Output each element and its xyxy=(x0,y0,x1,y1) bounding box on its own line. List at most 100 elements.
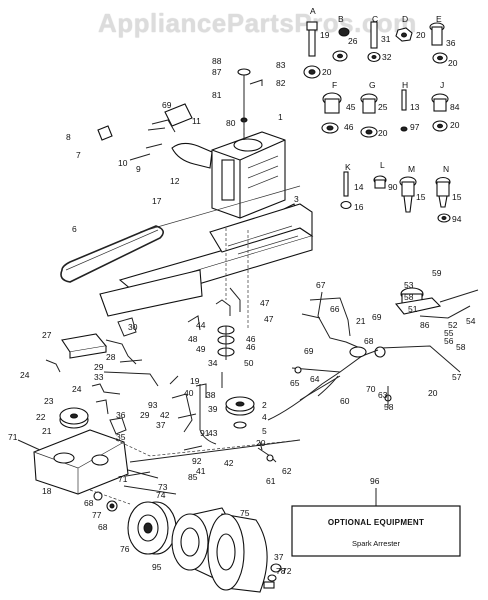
callout-87: 87 xyxy=(212,67,222,77)
callout-54: 54 xyxy=(466,316,476,326)
callout-77: 77 xyxy=(92,510,102,520)
callout-40: 40 xyxy=(184,388,194,398)
callout-41: 41 xyxy=(196,466,206,476)
callout-45: 45 xyxy=(346,102,356,112)
callout-46c: 46 xyxy=(246,342,256,352)
hardware-bolt-g xyxy=(360,93,378,138)
callout-21b: 21 xyxy=(42,426,52,436)
callout-D: D xyxy=(402,14,408,24)
callout-49: 49 xyxy=(196,344,206,354)
hardware-nut-l xyxy=(373,175,387,189)
callout-3: 3 xyxy=(294,194,299,204)
callout-20a: 20 xyxy=(416,30,426,40)
callout-8: 8 xyxy=(66,132,71,142)
callout-35: 35 xyxy=(116,432,126,442)
callout-13: 13 xyxy=(410,102,420,112)
callout-20d: 20 xyxy=(378,128,388,138)
hardware-bolt-f xyxy=(321,92,342,134)
callout-76: 76 xyxy=(120,544,130,554)
callout-68a: 68 xyxy=(364,336,374,346)
callout-58c: 58 xyxy=(384,402,394,412)
callout-7: 7 xyxy=(76,150,81,160)
wheel-assembly xyxy=(93,491,282,593)
transaxle xyxy=(17,429,301,495)
callout-H: H xyxy=(402,80,408,90)
callout-46a: 46 xyxy=(344,122,354,132)
callout-K: K xyxy=(345,162,351,172)
callout-59: 59 xyxy=(432,268,442,278)
callout-28: 28 xyxy=(106,352,116,362)
hardware-pin-k xyxy=(340,171,352,210)
hardware-pin-c xyxy=(367,21,381,63)
callout-95: 95 xyxy=(152,562,162,572)
callout-19b: 19 xyxy=(190,376,200,386)
callout-11: 11 xyxy=(192,116,201,126)
callout-52: 52 xyxy=(448,320,458,330)
callout-82: 82 xyxy=(276,78,286,88)
callout-97: 97 xyxy=(410,122,420,132)
callout-75: 75 xyxy=(240,508,250,518)
frame-assembly xyxy=(60,185,314,317)
hardware-bolt-n xyxy=(435,176,451,223)
callout-47a: 47 xyxy=(260,298,270,308)
callout-68c: 68 xyxy=(98,522,108,532)
callout-74: 74 xyxy=(156,490,166,500)
callout-68b: 68 xyxy=(84,498,94,508)
optional-item-number: 96 xyxy=(370,476,380,486)
callout-37b: 37 xyxy=(274,552,284,562)
hardware-bolt-a xyxy=(303,21,321,79)
callout-42b: 42 xyxy=(224,458,234,468)
callout-64: 64 xyxy=(310,374,320,384)
callout-71a: 71 xyxy=(8,432,18,442)
callout-66: 66 xyxy=(330,304,340,314)
callout-81: 81 xyxy=(212,90,222,100)
callout-2: 2 xyxy=(262,400,267,410)
callout-69a: 69 xyxy=(162,100,172,110)
callout-88: 88 xyxy=(212,56,222,66)
callout-30: 30 xyxy=(128,322,138,332)
reference-lines xyxy=(89,120,301,505)
callout-67: 67 xyxy=(316,280,326,290)
callout-L: L xyxy=(380,160,385,170)
optional-equipment-box: 96 OPTIONAL EQUIPMENT Spark Arrester xyxy=(291,476,461,557)
hardware-bolt-m xyxy=(399,176,417,213)
clutch-idler-group xyxy=(169,287,341,463)
callout-32: 32 xyxy=(382,52,392,62)
callout-9: 9 xyxy=(136,164,141,174)
callout-25: 25 xyxy=(378,102,388,112)
callout-20b: 20 xyxy=(322,67,332,77)
callout-69c: 69 xyxy=(304,346,314,356)
callout-93: 93 xyxy=(148,400,158,410)
callout-51: 51 xyxy=(408,304,418,314)
optional-box-item: Spark Arrester xyxy=(352,539,400,548)
callout-84: 84 xyxy=(450,102,460,112)
callout-19: 19 xyxy=(320,30,330,40)
callout-A: A xyxy=(310,6,316,16)
right-linkage xyxy=(291,287,479,408)
callout-6: 6 xyxy=(72,224,77,234)
hardware-bolt-e xyxy=(429,22,448,64)
callout-57: 57 xyxy=(452,372,462,382)
callout-4: 4 xyxy=(262,412,267,422)
callout-B: B xyxy=(338,14,344,24)
watermark: AppliancePartsPros.com xyxy=(98,8,417,38)
callout-80: 80 xyxy=(226,118,236,128)
callout-N: N xyxy=(443,164,449,174)
callout-48: 48 xyxy=(188,334,198,344)
callout-20e: 20 xyxy=(450,120,460,130)
callout-1: 1 xyxy=(278,112,283,122)
callout-31: 31 xyxy=(381,34,391,44)
callout-36: 36 xyxy=(446,38,456,48)
callout-15b: 15 xyxy=(452,192,462,202)
callout-27: 27 xyxy=(42,330,52,340)
callout-39: 39 xyxy=(208,404,218,414)
callout-38: 38 xyxy=(206,390,216,400)
callout-15a: 15 xyxy=(416,192,426,202)
callout-69b: 69 xyxy=(372,312,382,322)
callout-65: 65 xyxy=(290,378,300,388)
callout-34: 34 xyxy=(208,358,218,368)
callout-56: 56 xyxy=(444,336,454,346)
callout-78: 78 xyxy=(276,566,286,576)
